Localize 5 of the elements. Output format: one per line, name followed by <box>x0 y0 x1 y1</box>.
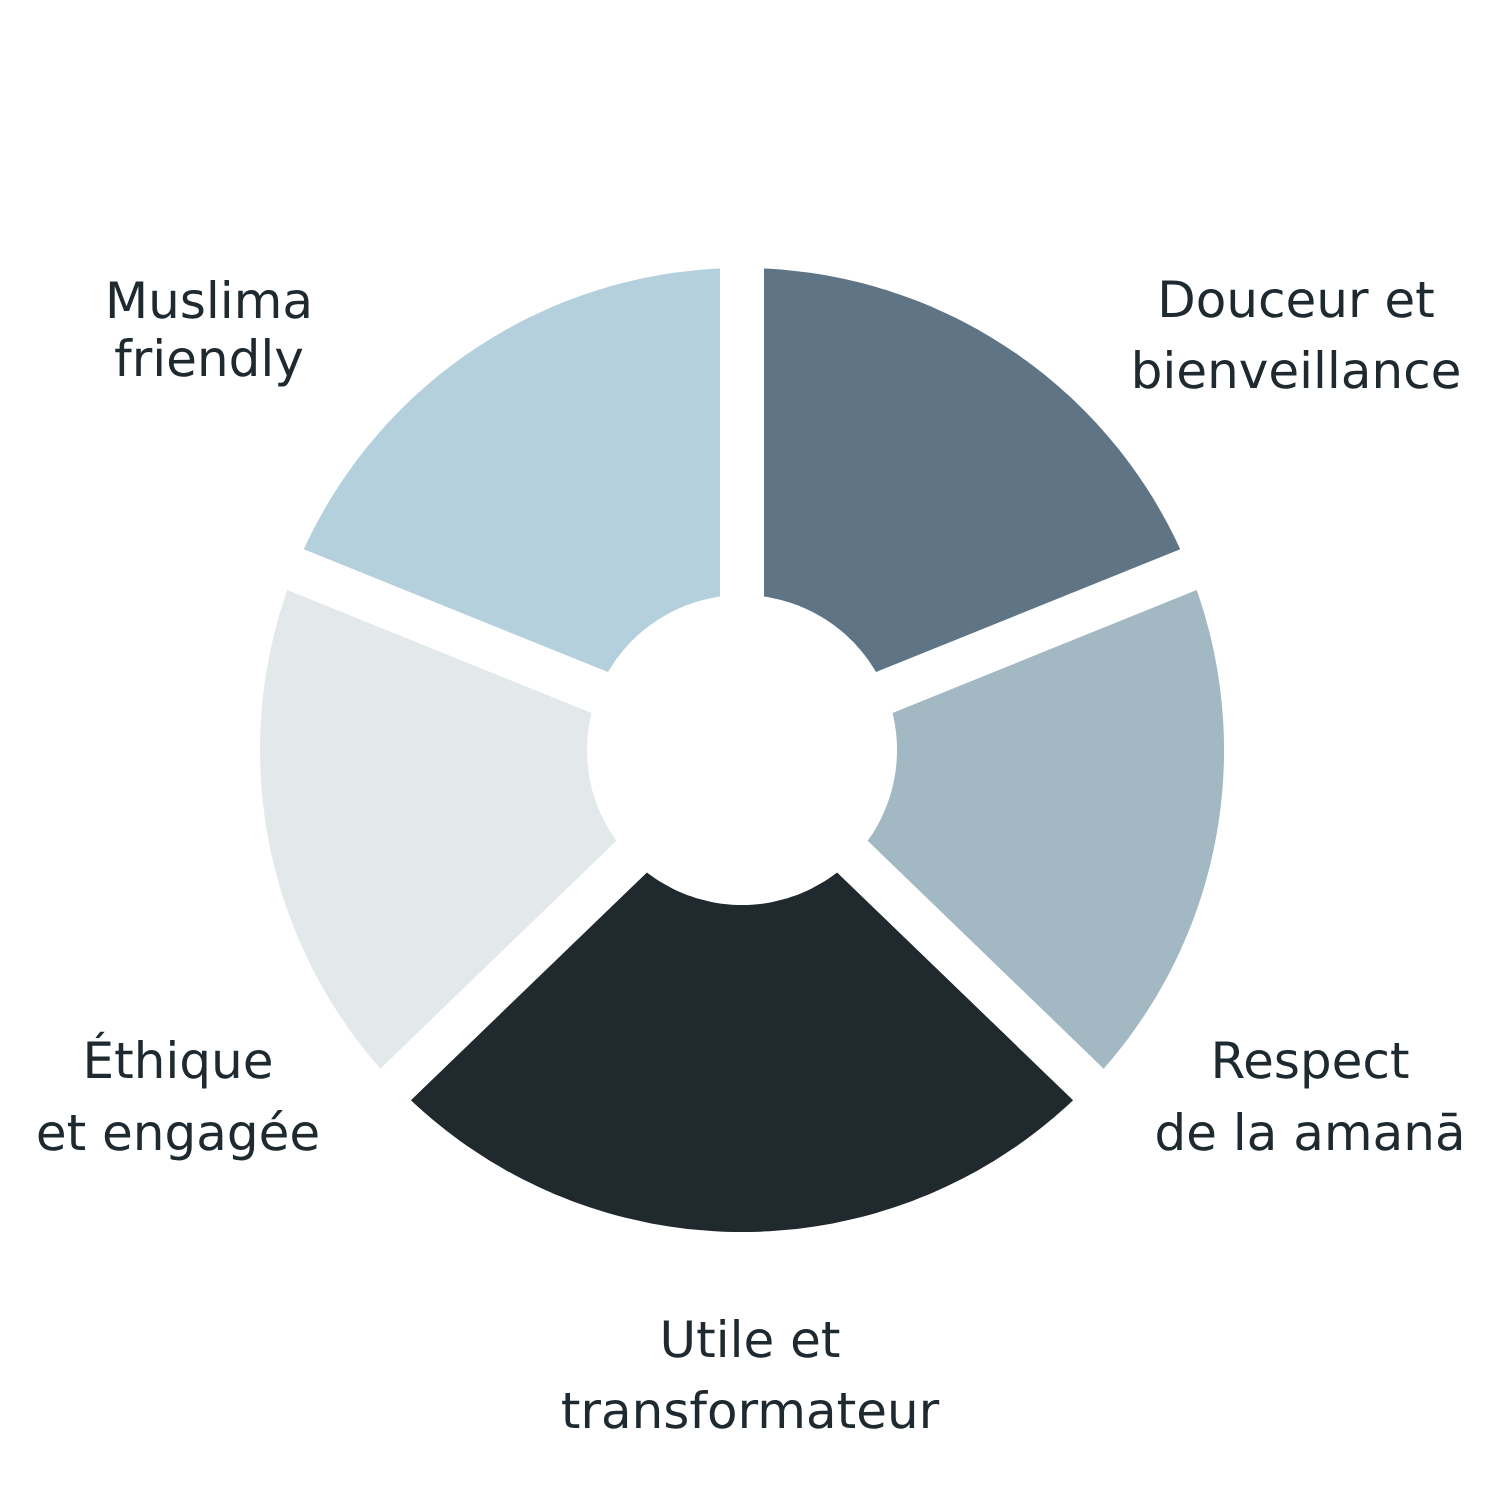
segment-label: Muslima friendly <box>109 280 309 387</box>
segment-label: Utile et transformateur <box>562 1319 940 1429</box>
segment-label: Douceur et bienveillance <box>1135 280 1459 389</box>
segment-label: Éthique et engagée <box>38 1031 318 1161</box>
segment-label: Respect de la amanā <box>1157 1041 1462 1151</box>
